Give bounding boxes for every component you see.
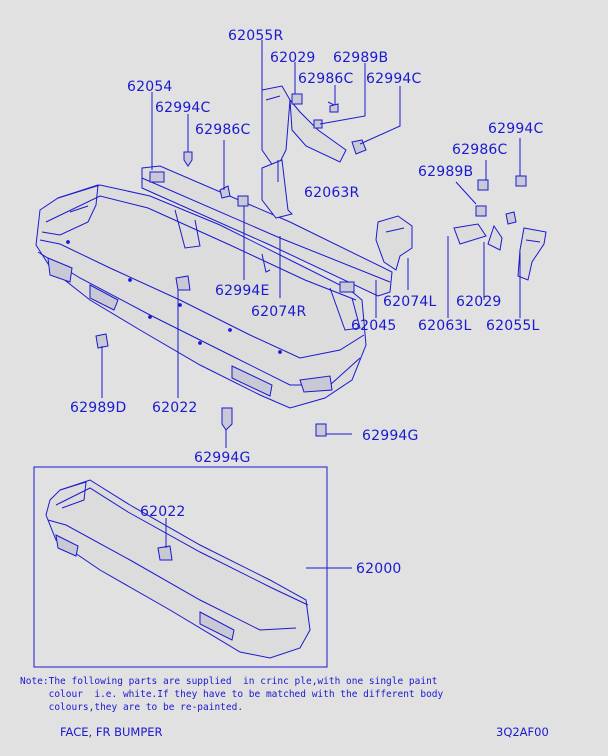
bracket-right-upper-drawing bbox=[261, 85, 347, 219]
note-line-1: Note:The following parts are supplied in… bbox=[20, 676, 438, 687]
note-line-2: colour i.e. white.If they have to be mat… bbox=[20, 689, 444, 700]
label-62989B-right: 62989B bbox=[418, 164, 473, 180]
diagram-title: FACE, FR BUMPER bbox=[60, 725, 163, 739]
label-62029-top: 62029 bbox=[270, 50, 316, 66]
label-62994G-center: 62994G bbox=[194, 450, 251, 466]
leader-lines bbox=[101, 40, 521, 448]
assembly-box bbox=[33, 466, 352, 668]
label-62063R: 62063R bbox=[304, 185, 360, 201]
label-62986C-right: 62986C bbox=[452, 142, 508, 158]
label-62989B-top: 62989B bbox=[333, 50, 388, 66]
label-62994C-right: 62994C bbox=[488, 121, 544, 137]
label-62994C-a: 62994C bbox=[366, 71, 422, 87]
label-62994E: 62994E bbox=[215, 283, 270, 299]
label-62055L: 62055L bbox=[486, 318, 540, 334]
label-62074L: 62074L bbox=[383, 294, 437, 310]
label-62022-box: 62022 bbox=[140, 504, 186, 520]
label-62989D: 62989D bbox=[70, 400, 127, 416]
bumper-face-drawing bbox=[35, 184, 367, 409]
label-62055R: 62055R bbox=[228, 28, 284, 44]
label-62074R: 62074R bbox=[251, 304, 307, 320]
label-62045: 62045 bbox=[351, 318, 397, 334]
fasteners-drawing bbox=[95, 103, 527, 437]
label-62022-top: 62022 bbox=[152, 400, 198, 416]
part-labels: 62055R 62029 62989B 62054 62986C 62994C … bbox=[70, 28, 544, 577]
diagram-code: 3Q2AF00 bbox=[496, 725, 549, 739]
label-62994C-b: 62994C bbox=[155, 100, 211, 116]
label-62063L: 62063L bbox=[418, 318, 472, 334]
label-62994G-right: 62994G bbox=[362, 428, 419, 444]
label-62986C-a: 62986C bbox=[298, 71, 354, 87]
note-block: Note:The following parts are supplied in… bbox=[20, 676, 444, 713]
note-line-3: colours,they are to be re-painted. bbox=[20, 702, 243, 713]
label-62000: 62000 bbox=[356, 561, 402, 577]
label-62054: 62054 bbox=[127, 79, 173, 95]
label-62029-right: 62029 bbox=[456, 294, 502, 310]
label-62986C-b: 62986C bbox=[195, 122, 251, 138]
bracket-left-drawing bbox=[375, 215, 547, 281]
